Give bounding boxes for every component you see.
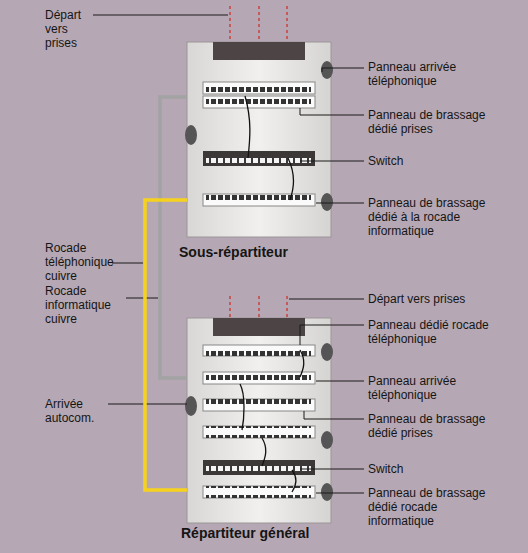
callout-label: Départ vers prises	[45, 8, 91, 50]
rack-part	[203, 460, 315, 475]
rack-part	[203, 345, 315, 356]
callout-label: Panneau arrivée téléphonique	[368, 60, 500, 88]
rack-part	[206, 460, 311, 474]
rack-part	[206, 151, 311, 165]
rack-part	[229, 296, 230, 318]
rack-part	[206, 345, 311, 356]
rack-part	[206, 194, 311, 206]
rack-part	[304, 411, 364, 419]
rack-part	[206, 399, 311, 411]
rack-part	[213, 318, 305, 336]
rack-part	[203, 151, 315, 166]
rack-part	[258, 296, 259, 318]
rack-title: Sous-répartiteur	[179, 244, 288, 260]
sub-rack-cabinet	[185, 42, 333, 237]
rack-cabinet: Répartiteur général	[187, 318, 331, 546]
callout-label: Switch	[368, 462, 500, 476]
rocade-cable	[145, 200, 187, 490]
rack-part	[108, 404, 187, 405]
callout-label: Panneau arrivée téléphonique	[368, 374, 500, 402]
rack-part	[93, 15, 228, 16]
rack-part	[203, 194, 315, 206]
callout-label: Rocade informatique cuivre	[45, 284, 125, 326]
rack-part	[258, 6, 259, 42]
rack-title: Répartiteur général	[181, 525, 309, 541]
rack-part	[300, 161, 364, 162]
rack-part	[240, 384, 244, 430]
rack-part	[321, 61, 333, 79]
rack-part	[126, 298, 158, 299]
rack-part	[185, 396, 197, 416]
rack-part	[112, 263, 143, 264]
rack-part	[322, 68, 364, 72]
rack-part	[316, 493, 364, 494]
callout-label: Départ vers prises	[368, 292, 508, 306]
rack-part	[300, 350, 304, 377]
rack-part	[206, 96, 311, 108]
rack-part	[288, 158, 294, 200]
rack-part	[203, 96, 315, 108]
rack-part	[203, 486, 315, 498]
rack-part	[316, 381, 364, 382]
rack-part	[213, 42, 305, 60]
rack-part	[262, 438, 266, 466]
rack-part	[206, 486, 311, 498]
rack-part	[321, 483, 333, 501]
callout-label: Panneau dédié rocade téléphonique	[368, 318, 500, 346]
rack-part	[321, 431, 333, 449]
callout-label: Arrivée autocom.	[45, 397, 107, 425]
rack-part	[203, 372, 315, 384]
rack-part	[321, 343, 333, 361]
callout-label: Panneau de brassage dédié à la rocade in…	[368, 196, 500, 238]
callout-label: Panneau de brassage dédié prises	[368, 412, 500, 440]
rack-part	[292, 470, 296, 492]
rack-part	[286, 296, 287, 318]
rack-part	[289, 299, 364, 300]
callout-label: Rocade téléphonique cuivre	[45, 241, 111, 283]
rack-part	[300, 469, 364, 470]
rack-part	[203, 426, 315, 438]
rack-part	[187, 42, 331, 237]
callout-label: Switch	[368, 154, 500, 168]
rack-part	[185, 125, 197, 145]
rack-part	[187, 318, 331, 523]
rack-part	[321, 193, 333, 211]
rack-part	[206, 426, 311, 438]
rack-cabinet: Sous-répartiteur	[187, 42, 331, 262]
rack-part	[316, 203, 364, 204]
rack-part	[300, 325, 364, 345]
rack-part	[206, 82, 311, 94]
rack-part	[229, 6, 230, 42]
rack-part	[300, 108, 364, 115]
rack-part	[286, 6, 287, 42]
rack-part	[203, 399, 315, 411]
main-rack-cabinet	[185, 318, 333, 523]
rack-part	[203, 82, 315, 94]
rack-part	[206, 372, 311, 384]
leader-lines	[93, 15, 364, 493]
callout-label: Panneau de brassage dédié rocade informa…	[368, 486, 500, 528]
callout-label: Panneau de brassage dédié prises	[368, 108, 500, 136]
rocade-cable	[160, 97, 187, 378]
rack-part	[245, 96, 250, 158]
